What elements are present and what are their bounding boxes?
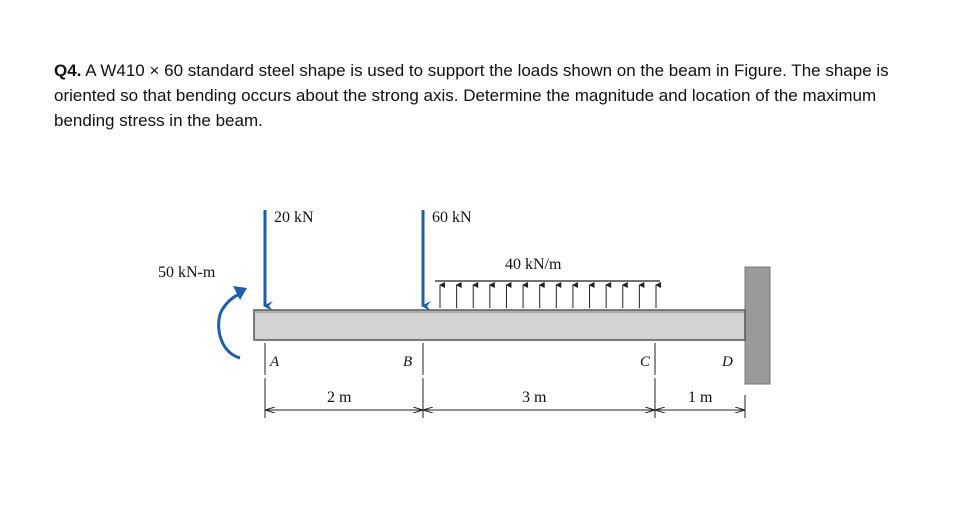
moment-arrow-head (233, 286, 247, 300)
point-b-label: B (403, 354, 412, 370)
point-load-b-label: 60 kN (432, 209, 472, 226)
question-number: Q4. (54, 61, 82, 80)
beam (253, 309, 746, 341)
moment-label: 50 kN-m (158, 264, 216, 281)
distributed-load-label: 40 kN/m (505, 256, 562, 273)
moment-arrow (217, 291, 244, 360)
question-body: A W410 × 60 standard steel shape is used… (54, 61, 889, 130)
point-load-a-label: 20 kN (274, 209, 314, 226)
dim-label-cd: 1 m (688, 389, 713, 406)
dim-label-bc: 3 m (522, 389, 547, 406)
question-text: Q4. A W410 × 60 standard steel shape is … (54, 58, 924, 133)
distributed-load-arrows (439, 282, 661, 308)
point-c-label: C (640, 354, 651, 370)
point-d-label: D (721, 354, 733, 370)
fixed-wall-support (744, 266, 771, 385)
dim-label-ab: 2 m (327, 389, 352, 406)
point-a-label: A (269, 354, 280, 370)
